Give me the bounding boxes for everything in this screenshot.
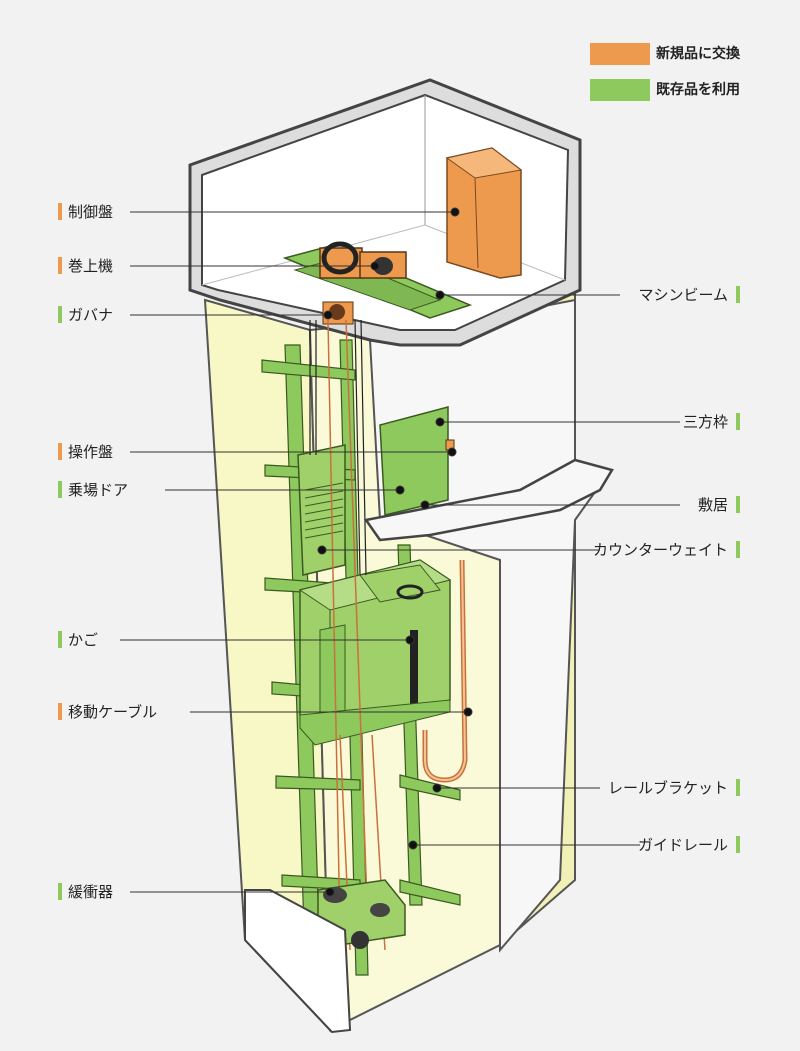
legend-replace: 新規品に交換 bbox=[590, 43, 740, 65]
label-control-panel: 制御盤 bbox=[58, 203, 113, 221]
label-text: 三方枠 bbox=[682, 413, 728, 431]
counterweight bbox=[297, 444, 346, 576]
status-bar bbox=[58, 703, 62, 720]
status-bar bbox=[58, 306, 62, 323]
label-buffer: 緩衝器 bbox=[58, 883, 113, 901]
status-bar bbox=[736, 541, 740, 558]
pit-front-wall bbox=[244, 889, 352, 1034]
legend-reuse: 既存品を利用 bbox=[590, 79, 740, 101]
label-text: かご bbox=[68, 631, 99, 649]
label-three-way-frame: 三方枠 bbox=[683, 413, 740, 431]
label-text: 操作盤 bbox=[68, 443, 114, 461]
label-counterweight: カウンターウェイト bbox=[593, 541, 740, 559]
hoist-ropes bbox=[309, 319, 367, 576]
status-bar bbox=[736, 496, 740, 513]
status-bar bbox=[736, 836, 740, 853]
label-text: 移動ケーブル bbox=[68, 703, 158, 721]
status-bar bbox=[58, 631, 62, 648]
legend-label: 新規品に交換 bbox=[656, 46, 740, 62]
label-text: カウンターウェイト bbox=[592, 541, 728, 559]
label-sill: 敷居 bbox=[698, 496, 740, 514]
governor-ropes bbox=[327, 319, 386, 951]
label-governor: ガバナ bbox=[58, 306, 113, 324]
elevator-car bbox=[298, 559, 452, 746]
legend-swatch-orange bbox=[590, 43, 650, 65]
hoist-machine bbox=[319, 241, 407, 279]
callout-lines bbox=[120, 207, 680, 897]
status-bar bbox=[58, 481, 62, 498]
label-text: 緩衝器 bbox=[68, 883, 114, 901]
label-text: 乗場ドア bbox=[68, 481, 129, 499]
status-bar bbox=[58, 257, 62, 274]
label-text: 敷居 bbox=[697, 496, 728, 514]
label-text: ガイドレール bbox=[637, 836, 728, 854]
legend-label: 既存品を利用 bbox=[656, 82, 740, 98]
label-text: 巻上機 bbox=[68, 257, 114, 275]
label-rail-bracket: レールブラケット bbox=[608, 779, 740, 797]
label-car: かご bbox=[58, 631, 98, 649]
status-bar bbox=[736, 413, 740, 430]
label-text: ガバナ bbox=[68, 306, 114, 324]
label-text: 制御盤 bbox=[68, 203, 114, 221]
status-bar bbox=[736, 779, 740, 796]
status-bar bbox=[58, 203, 62, 220]
legend-swatch-green bbox=[590, 79, 650, 101]
status-bar bbox=[58, 883, 62, 900]
label-traveling-cable: 移動ケーブル bbox=[58, 703, 157, 721]
label-operation-panel: 操作盤 bbox=[58, 443, 113, 461]
status-bar bbox=[736, 286, 740, 303]
label-machine-beam: マシンビーム bbox=[638, 286, 740, 304]
label-text: レールブラケット bbox=[607, 779, 728, 797]
label-guide-rail: ガイドレール bbox=[638, 836, 740, 854]
label-hoist: 巻上機 bbox=[58, 257, 113, 275]
label-text: マシンビーム bbox=[638, 286, 728, 304]
sill-slab bbox=[363, 458, 614, 542]
label-landing-door: 乗場ドア bbox=[58, 481, 128, 499]
status-bar bbox=[58, 443, 62, 460]
